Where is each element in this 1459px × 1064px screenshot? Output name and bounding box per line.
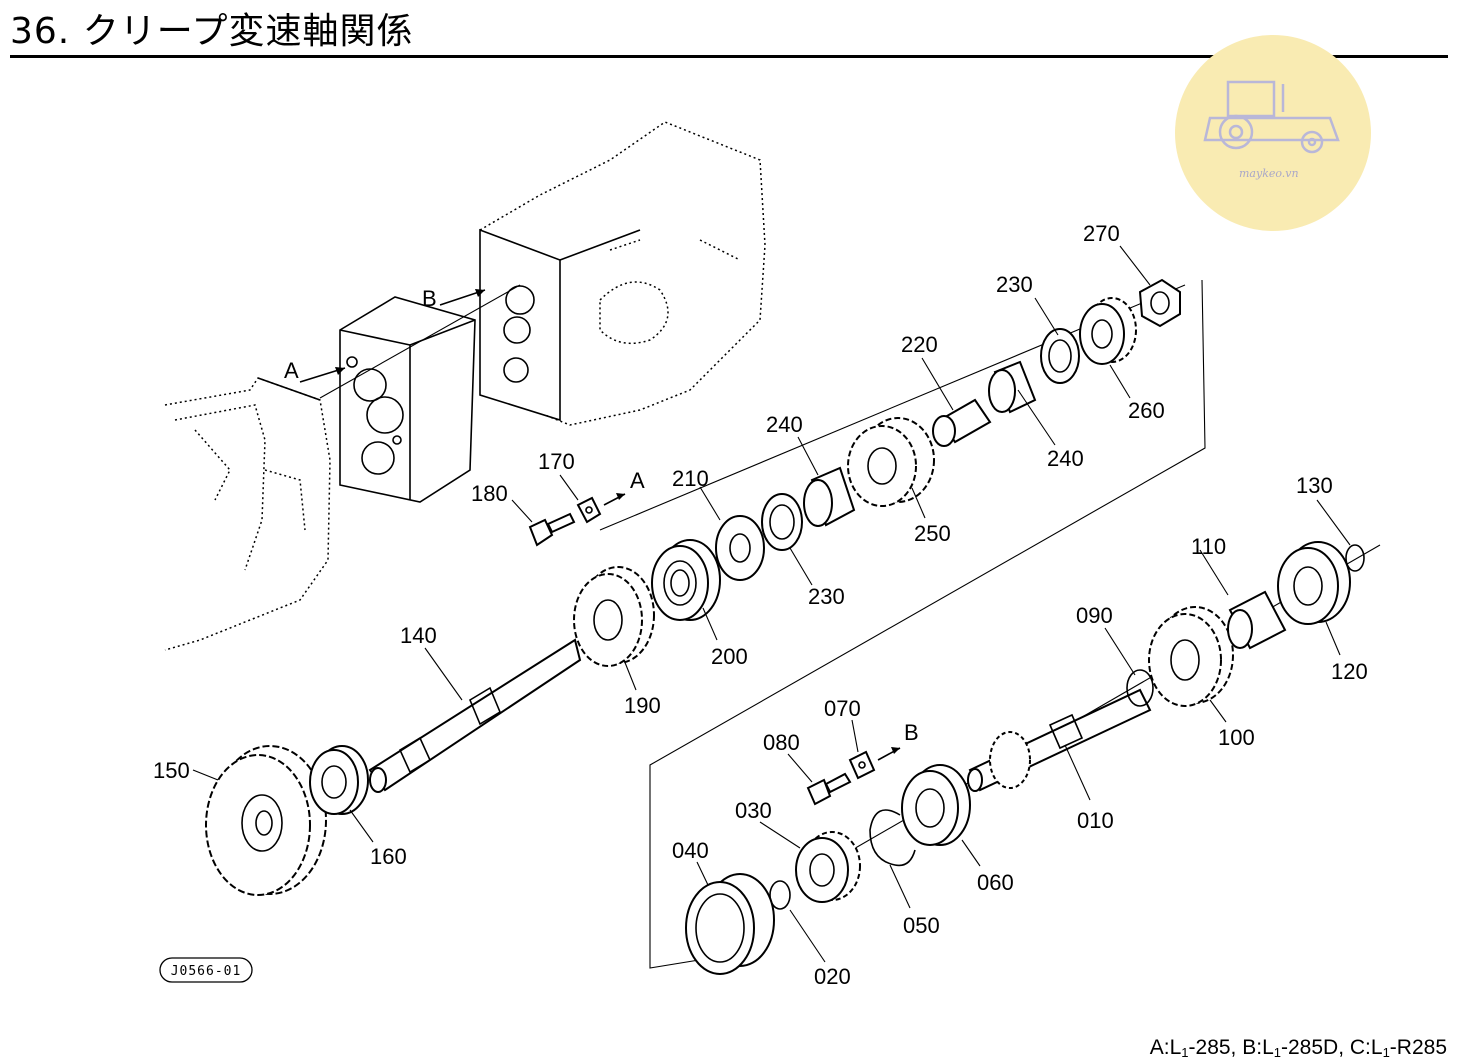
part-140-shaft — [368, 638, 582, 793]
label-240-lower: 240 — [766, 412, 803, 437]
part-labels: 270 230 260 220 240 240 250 210 230 200 … — [153, 221, 1368, 989]
tractor-icon — [1203, 80, 1340, 154]
arrow-a-upper: A — [284, 284, 521, 399]
part-240-needle-bearing-a — [803, 466, 856, 527]
part-040-sleeve — [685, 873, 775, 975]
diagram-code: J0566-01 — [171, 964, 242, 979]
label-270: 270 — [1083, 221, 1120, 246]
label-200: 200 — [711, 644, 748, 669]
label-100: 100 — [1218, 725, 1255, 750]
part-130-circlip — [1345, 544, 1365, 572]
part-060-ball-bearing — [901, 764, 971, 846]
svg-text:B: B — [904, 720, 919, 745]
label-080: 080 — [763, 730, 800, 755]
label-060: 060 — [977, 870, 1014, 895]
part-070-lock-plate: B — [848, 720, 919, 780]
part-250-gear — [847, 417, 935, 507]
arrow-b-upper: B — [422, 286, 486, 311]
label-210: 210 — [672, 466, 709, 491]
label-170: 170 — [538, 449, 575, 474]
part-160-ball-bearing — [309, 745, 369, 815]
label-110: 110 — [1191, 534, 1226, 559]
label-050: 050 — [903, 913, 940, 938]
part-180-bolt — [528, 512, 576, 547]
creep-case-plate — [339, 296, 476, 503]
svg-text:A: A — [284, 358, 299, 383]
label-140: 140 — [400, 623, 437, 648]
label-030: 030 — [735, 798, 772, 823]
part-020-circlip — [769, 880, 791, 910]
part-100-gear — [1148, 606, 1234, 707]
model-applicability: A:L1-285, B:L1-285D, C:L1-R285 — [1149, 1036, 1447, 1060]
label-040: 040 — [672, 838, 709, 863]
label-120: 120 — [1331, 659, 1368, 684]
title-rule — [10, 55, 1448, 58]
label-190: 190 — [624, 693, 661, 718]
label-150: 150 — [153, 758, 190, 783]
label-230-lower: 230 — [808, 584, 845, 609]
part-170-lock-plate: A — [576, 468, 645, 524]
part-220-collar — [932, 398, 992, 447]
watermark-text: maykeo.vn — [1239, 167, 1299, 180]
part-030-gear — [795, 831, 861, 903]
leader-lines — [192, 245, 1351, 963]
label-160: 160 — [370, 844, 407, 869]
label-090: 090 — [1076, 603, 1113, 628]
part-090-snap-ring — [1126, 669, 1154, 707]
label-260: 260 — [1128, 398, 1165, 423]
label-240-upper: 240 — [1047, 446, 1084, 471]
label-010: 010 — [1077, 808, 1114, 833]
label-220: 220 — [901, 332, 938, 357]
part-050-snap-ring — [869, 809, 916, 867]
part-080-bolt — [806, 772, 852, 806]
part-150-gear — [205, 745, 327, 896]
diagram-code-badge: J0566-01 — [159, 957, 253, 983]
watermark-logo: maykeo.vn — [1175, 35, 1371, 231]
part-230-thrust-washer-b — [1040, 328, 1080, 384]
part-230-thrust-washer-a — [761, 493, 803, 551]
transmission-case — [164, 377, 331, 651]
rear-housing — [479, 121, 766, 426]
part-110-collar — [1227, 590, 1287, 650]
label-020: 020 — [814, 964, 851, 989]
part-200-ball-bearing — [651, 539, 721, 621]
label-070: 070 — [824, 696, 861, 721]
label-250: 250 — [914, 521, 951, 546]
part-210-thrust-washer — [715, 515, 765, 581]
label-130: 130 — [1296, 473, 1333, 498]
label-180: 180 — [471, 481, 508, 506]
assembly-frame — [649, 279, 1206, 969]
svg-text:B: B — [422, 286, 437, 311]
label-230-upper: 230 — [996, 272, 1033, 297]
part-190-gear — [573, 566, 655, 667]
page-title: 36. クリープ変速軸関係 — [10, 11, 414, 52]
svg-text:A: A — [630, 468, 645, 493]
part-270-nut — [1138, 278, 1181, 328]
part-260-gear — [1079, 297, 1137, 365]
part-120-ball-bearing — [1277, 541, 1351, 625]
part-010-shaft — [967, 688, 1152, 792]
